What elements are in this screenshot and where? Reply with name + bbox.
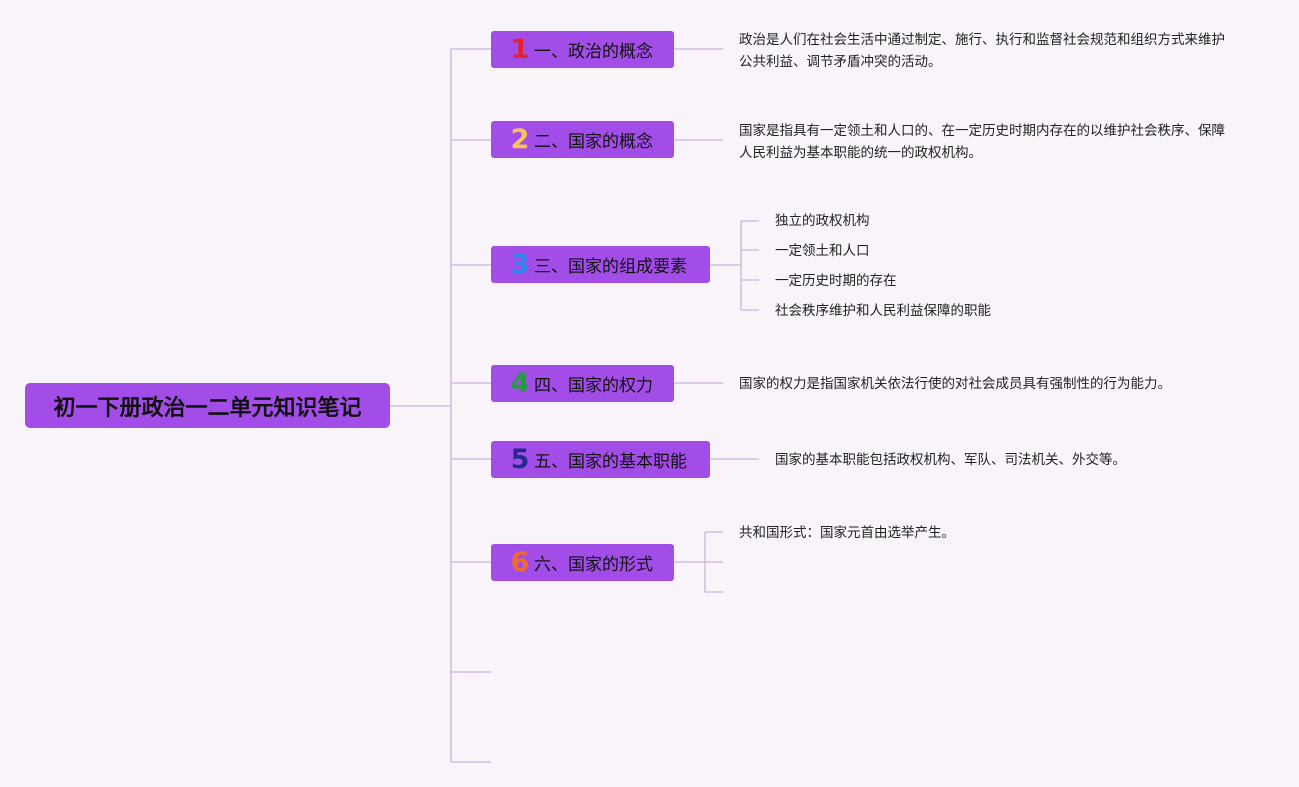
detail-element-functions[interactable]: 社会秩序维护和人民利益保障的职能 (775, 303, 991, 319)
number-3-icon: 3 (510, 249, 530, 280)
detail-element-history[interactable]: 一定历史时期的存在 (775, 273, 897, 289)
branch-politics-concept[interactable]: 1 一、政治的概念 (491, 31, 674, 68)
detail-power-definition[interactable]: 国家的权力是指国家机关依法行使的对社会成员具有强制性的行为能力。 (739, 376, 1171, 392)
number-4-icon: 4 (510, 368, 530, 399)
branch-state-concept[interactable]: 2 二、国家的概念 (491, 121, 674, 158)
number-5-icon: 5 (510, 444, 530, 475)
root-title: 初一下册政治一二单元知识笔记 (53, 395, 362, 421)
detail-element-regime[interactable]: 独立的政权机构 (775, 213, 870, 229)
branch-label: 二、国家的概念 (534, 132, 653, 152)
branch-state-power[interactable]: 4 四、国家的权力 (491, 365, 674, 402)
detail-republic-form[interactable]: 共和国形式：国家元首由选举产生。 (739, 525, 955, 541)
number-6-icon: 6 (510, 547, 530, 578)
detail-functions-list[interactable]: 国家的基本职能包括政权机构、军队、司法机关、外交等。 (775, 452, 1126, 468)
detail-politics-definition[interactable]: 政治是人们在社会生活中通过制定、施行、执行和监督社会规范和组织方式来维护公共利益… (739, 32, 1225, 70)
root-topic[interactable]: 初一下册政治一二单元知识笔记 (25, 383, 390, 428)
number-2-icon: 2 (510, 124, 530, 155)
branch-label: 三、国家的组成要素 (534, 257, 687, 277)
branch-label: 一、政治的概念 (534, 42, 653, 62)
branch-state-functions[interactable]: 5 五、国家的基本职能 (491, 441, 710, 478)
number-1-icon: 1 (510, 34, 530, 65)
detail-state-definition[interactable]: 国家是指具有一定领土和人口的、在一定历史时期内存在的以维护社会秩序、保障人民利益… (739, 123, 1225, 161)
branch-state-forms[interactable]: 6 六、国家的形式 (491, 544, 674, 581)
branch-label: 六、国家的形式 (534, 555, 653, 575)
branch-label: 五、国家的基本职能 (534, 452, 687, 472)
detail-element-territory[interactable]: 一定领土和人口 (775, 243, 870, 259)
branch-state-elements[interactable]: 3 三、国家的组成要素 (491, 246, 710, 283)
branch-label: 四、国家的权力 (534, 376, 653, 396)
